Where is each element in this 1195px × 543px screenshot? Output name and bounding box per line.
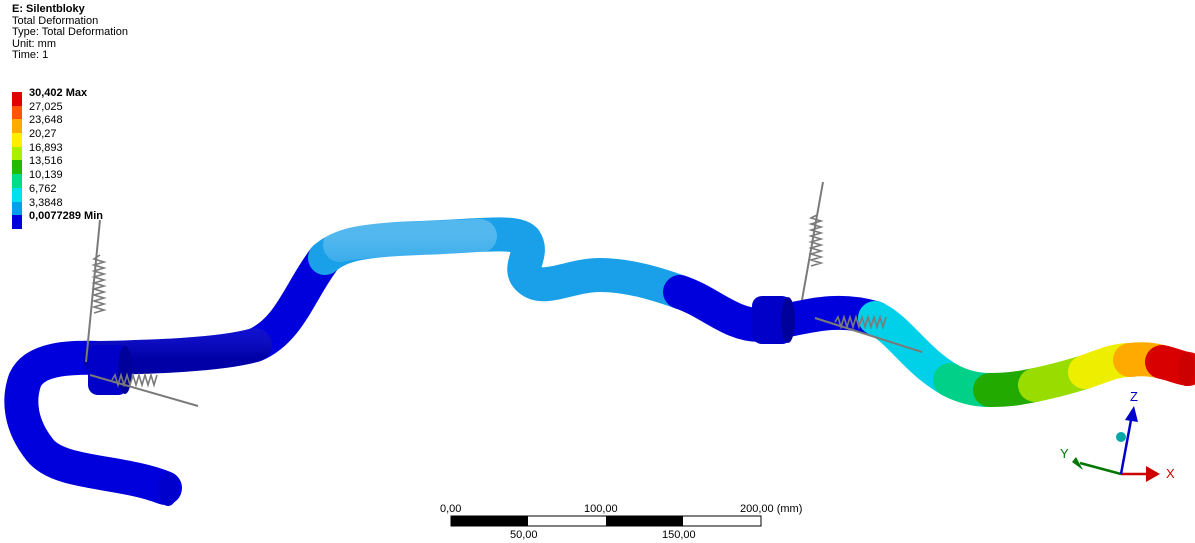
- scale-label-50: 50,00: [510, 529, 538, 541]
- spring-elements: [85, 181, 923, 407]
- legend-label: 13,516: [29, 155, 63, 168]
- legend-swatch: [12, 215, 22, 229]
- legend-label: 0,0077289 Min: [29, 210, 103, 223]
- bushing-right[interactable]: [752, 296, 795, 344]
- legend-label: 6,762: [29, 182, 57, 195]
- scale-label-200: 200,00 (mm): [740, 503, 803, 515]
- analysis-title: E: Silentbloky: [12, 3, 85, 15]
- legend-swatch: [12, 187, 22, 202]
- legend-swatch: [12, 201, 22, 216]
- legend-label: 27,025: [29, 100, 63, 113]
- legend-label: 3,3848: [29, 196, 63, 209]
- legend-label: 23,648: [29, 114, 63, 127]
- legend-swatch: [12, 119, 22, 134]
- coordinate-triad: X Y Z: [1060, 389, 1175, 482]
- tube-end-cap-left: [158, 472, 178, 506]
- legend-label: 10,139: [29, 169, 63, 182]
- legend-swatch: [12, 92, 22, 106]
- legend-label: 30,402 Max: [29, 87, 88, 99]
- legend-label: 16,893: [29, 141, 63, 154]
- result-info: E: Silentbloky Total Deformation Type: T…: [12, 3, 128, 62]
- axis-y-label: Y: [1060, 446, 1069, 461]
- legend-swatch: [12, 160, 22, 175]
- result-time: Time: 1: [12, 49, 49, 61]
- result-unit: Unit: mm: [12, 37, 56, 50]
- stabilizer-bar[interactable]: [4, 217, 1195, 505]
- bushing-left[interactable]: [88, 345, 132, 395]
- legend-swatch: [12, 133, 22, 147]
- axis-x-label: X: [1166, 466, 1175, 481]
- legend-swatch: [12, 146, 22, 161]
- tube-end-cap-right: [1178, 352, 1194, 386]
- scale-label-0: 0,00: [440, 503, 462, 515]
- axis-z-label: Z: [1130, 389, 1138, 404]
- legend-swatch: [12, 105, 22, 120]
- legend-label: 20,27: [29, 128, 57, 141]
- scale-bar: [450, 515, 762, 527]
- legend-swatch: [12, 174, 22, 188]
- scale-label-100: 100,00: [584, 503, 618, 515]
- result-type: Type: Total Deformation: [12, 26, 128, 38]
- result-name: Total Deformation: [12, 14, 99, 27]
- scale-label-150: 150,00: [662, 529, 696, 541]
- tube-segment-min: [4, 241, 342, 505]
